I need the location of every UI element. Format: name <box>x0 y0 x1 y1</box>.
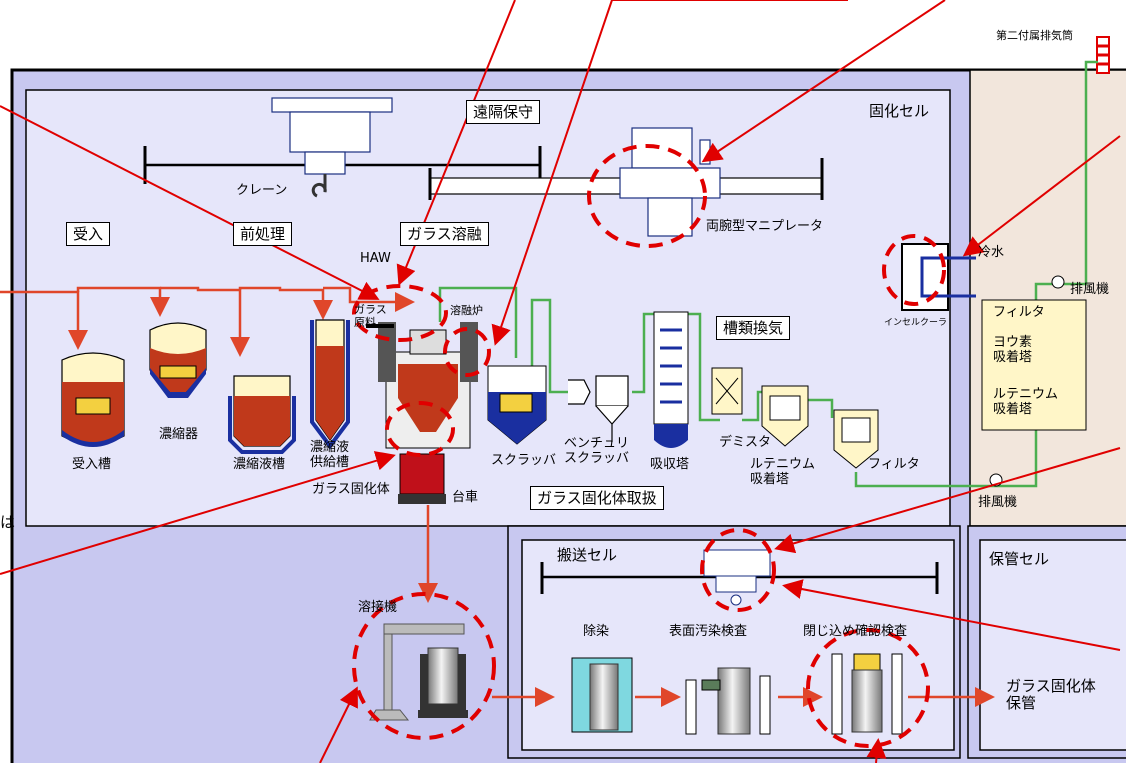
scrubber-label: スクラッバ <box>491 453 557 468</box>
manipulator <box>619 127 721 237</box>
pretreatment-label: 前処理 <box>233 222 293 246</box>
melter <box>366 322 478 504</box>
vent-line <box>438 60 1098 488</box>
evaporator <box>149 322 207 398</box>
solidification-cell <box>25 89 951 527</box>
exhaust-fan-top <box>1051 275 1065 289</box>
transfer-cell-label: 搬送セル <box>557 546 618 564</box>
in-cell-cooler-label: インセルクーラ <box>884 318 948 328</box>
glass-storage-label: ガラス固化体 保管 <box>1006 677 1096 713</box>
evaporator-label: 濃縮器 <box>159 427 199 442</box>
concentrate-tank-label: 濃縮液槽 <box>233 457 286 472</box>
demister-label: デミスタ <box>719 435 772 450</box>
exhaust-fan-top-label: 排風機 <box>1070 282 1110 297</box>
haw-label: HAW <box>360 251 391 266</box>
stack-label: 第二付属排気筒 <box>996 29 1073 42</box>
venturi-label: ベンチュリ スクラッバ <box>564 436 630 466</box>
surface-inspection-label: 表面汚染検査 <box>669 624 748 639</box>
ru-adsorber-box-label: ルテニウム 吸着塔 <box>993 387 1059 417</box>
solidification-cell-label: 固化セル <box>869 102 930 120</box>
edge-text: は <box>0 513 16 531</box>
exhaust-stack <box>1096 36 1110 74</box>
surface-inspection-unit <box>685 667 771 735</box>
confinement-inspection-unit <box>831 653 903 735</box>
glass-melting-label: ガラス溶融 <box>400 222 489 246</box>
storage-cell <box>979 539 1126 751</box>
crane-label: クレーン <box>236 183 288 198</box>
ru-adsorber-label: ルテニウム 吸着塔 <box>750 457 816 487</box>
receiving-tank <box>61 352 125 447</box>
venturi-scrubber <box>568 375 629 442</box>
vitrified-body-label: ガラス固化体 <box>312 482 390 497</box>
cold-water-label: 冷水 <box>978 245 1005 260</box>
process-line <box>0 286 995 707</box>
tank-ventilation-label: 槽類換気 <box>716 316 791 340</box>
decontamination-unit <box>571 657 633 733</box>
demister <box>711 367 743 415</box>
iodine-adsorber-label: ヨウ素 吸着塔 <box>993 335 1033 365</box>
filter-box-label: フィルタ <box>993 305 1045 320</box>
welder <box>369 623 468 721</box>
receiving-label: 受入 <box>66 222 111 246</box>
filter-unit <box>833 409 879 469</box>
absorber-label: 吸収塔 <box>650 457 690 472</box>
storage-cell-label: 保管セル <box>989 550 1050 568</box>
melter-label: 溶融炉 <box>450 304 483 317</box>
vitrified-handling-label: ガラス固化体取扱 <box>530 486 664 510</box>
decontamination-label: 除染 <box>583 624 610 639</box>
manipulator-label: 両腕型マニプレータ <box>706 219 824 234</box>
cart-label: 台車 <box>452 490 479 505</box>
filter-box <box>981 299 1087 431</box>
ruthenium-adsorber <box>761 385 809 447</box>
concentrate-tank <box>228 375 296 454</box>
side-area <box>969 69 1126 527</box>
filter-label: フィルタ <box>868 457 920 472</box>
remote-maintenance-label: 遠隔保守 <box>466 100 541 124</box>
highlight-circles <box>352 144 946 748</box>
transfer-crane <box>703 549 771 606</box>
exhaust-fan-bottom-label: 排風機 <box>978 495 1018 510</box>
feed-tank-label: 濃縮液 供給槽 <box>310 440 350 470</box>
crane <box>271 97 393 198</box>
welder-label: 溶接機 <box>358 600 398 615</box>
absorber <box>653 311 689 448</box>
feed-tank <box>310 319 350 450</box>
confinement-inspection-label: 閉じ込め確認検査 <box>803 624 908 639</box>
glass-raw-label: ガラス 原料 <box>354 303 387 329</box>
receiving-tank-label: 受入槽 <box>72 457 112 472</box>
scrubber <box>487 365 547 445</box>
